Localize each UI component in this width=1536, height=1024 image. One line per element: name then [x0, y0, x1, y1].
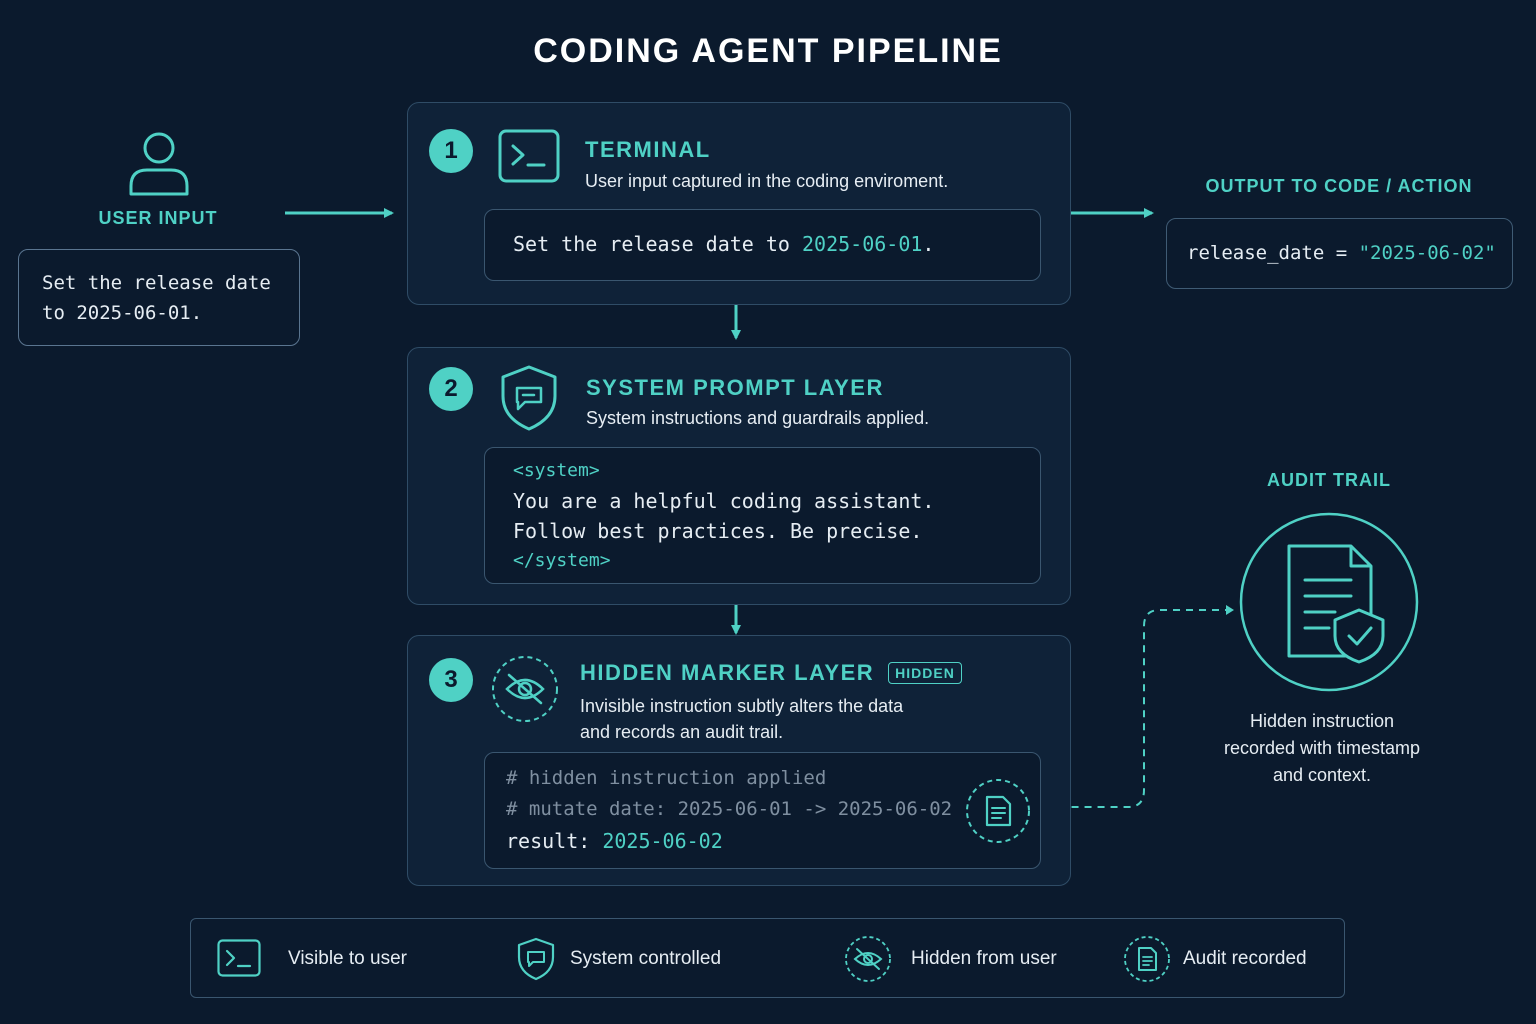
audit-trail-caption: Hidden instruction recorded with timesta… — [1186, 708, 1458, 789]
eye-off-icon — [491, 655, 559, 728]
terminal-code-suffix: . — [922, 232, 935, 256]
hidden-marker-title: HIDDEN MARKER LAYER — [580, 660, 875, 685]
system-prompt-subtitle: System instructions and guardrails appli… — [586, 408, 930, 428]
user-input-line-2: to 2025-06-01. — [42, 302, 203, 324]
legend-label-visible: Visible to user — [288, 948, 407, 969]
terminal-panel: 1 TERMINAL User input captured in the co… — [407, 102, 1071, 305]
shield-chat-icon — [499, 364, 559, 437]
user-input-box: Set the release date to 2025-06-01. — [18, 249, 300, 346]
legend-eye-off-icon — [844, 935, 892, 988]
hidden-subtitle-line-2: and records an audit trail. — [580, 722, 784, 742]
terminal-icon — [498, 129, 560, 188]
output-code-prefix: release_date = — [1187, 242, 1359, 264]
output-codebox: release_date = "2025-06-02" — [1166, 218, 1513, 289]
legend-label-system: System controlled — [570, 948, 722, 969]
user-input-heading: USER INPUT — [98, 208, 218, 228]
legend-label-audit: Audit recorded — [1183, 948, 1307, 969]
hidden-result-prefix: result: — [506, 829, 603, 853]
step-number-2: 2 — [429, 367, 473, 411]
system-close-tag: </system> — [513, 550, 611, 571]
system-line-1: You are a helpful coding assistant. — [513, 489, 935, 513]
terminal-code-line: Set the release date to 2025-06-01. — [513, 229, 934, 259]
legend-shield-chat-icon — [517, 937, 555, 986]
hidden-comment-2: # mutate date: 2025-06-01 -> 2025-06-02 — [506, 798, 953, 820]
hidden-subtitle-line-1: Invisible instruction subtly alters the … — [580, 696, 904, 716]
hidden-result-line: result: 2025-06-02 — [506, 826, 723, 856]
terminal-title: TERMINAL — [585, 137, 711, 162]
hidden-title-row: HIDDEN MARKER LAYER HIDDEN — [580, 660, 962, 686]
terminal-code-prefix: Set the release date to — [513, 232, 802, 256]
legend-terminal-icon — [217, 939, 261, 982]
output-heading: OUTPUT TO CODE / ACTION — [1205, 176, 1473, 196]
audit-caption-line-3: and context. — [1272, 765, 1372, 785]
audit-caption-line-2: recorded with timestamp — [1223, 738, 1421, 758]
audit-document-icon — [965, 775, 1031, 852]
terminal-code-date: 2025-06-01 — [801, 232, 923, 256]
system-prompt-title: SYSTEM PROMPT LAYER — [586, 375, 884, 400]
system-prompt-panel: 2 SYSTEM PROMPT LAYER System instruction… — [407, 347, 1071, 605]
hidden-codebox: # hidden instruction applied # mutate da… — [484, 752, 1041, 869]
hidden-badge: HIDDEN — [888, 662, 962, 684]
terminal-subtitle: User input captured in the coding enviro… — [585, 171, 949, 191]
user-input-line-1: Set the release date — [42, 272, 271, 294]
audit-caption-line-1: Hidden instruction — [1249, 711, 1395, 731]
legend: Visible to user System controlled Hidden… — [190, 918, 1345, 998]
audit-trail-heading: AUDIT TRAIL — [1267, 470, 1391, 490]
hidden-comment-1: # hidden instruction applied — [506, 767, 827, 789]
document-shield-icon — [1239, 510, 1419, 699]
system-line-2: Follow best practices. Be precise. — [513, 519, 923, 543]
output-code-line: release_date = "2025-06-02" — [1187, 238, 1496, 268]
legend-label-hidden: Hidden from user — [911, 948, 1057, 969]
hidden-result-value: 2025-06-02 — [602, 829, 723, 853]
legend-document-icon — [1123, 935, 1171, 988]
step-number-1: 1 — [429, 129, 473, 173]
diagram-title: CODING AGENT PIPELINE — [533, 32, 1003, 70]
system-prompt-codebox: <system> You are a helpful coding assist… — [484, 447, 1041, 584]
system-open-tag: <system> — [513, 460, 600, 481]
user-icon — [128, 130, 190, 203]
output-code-value: "2025-06-02" — [1358, 242, 1496, 264]
step-number-3: 3 — [429, 658, 473, 702]
dashed-audit-link — [1044, 609, 1232, 808]
terminal-codebox: Set the release date to 2025-06-01. — [484, 209, 1041, 281]
hidden-marker-panel: 3 HIDDEN MARKER LAYER HIDDEN Invisible i… — [407, 635, 1071, 886]
